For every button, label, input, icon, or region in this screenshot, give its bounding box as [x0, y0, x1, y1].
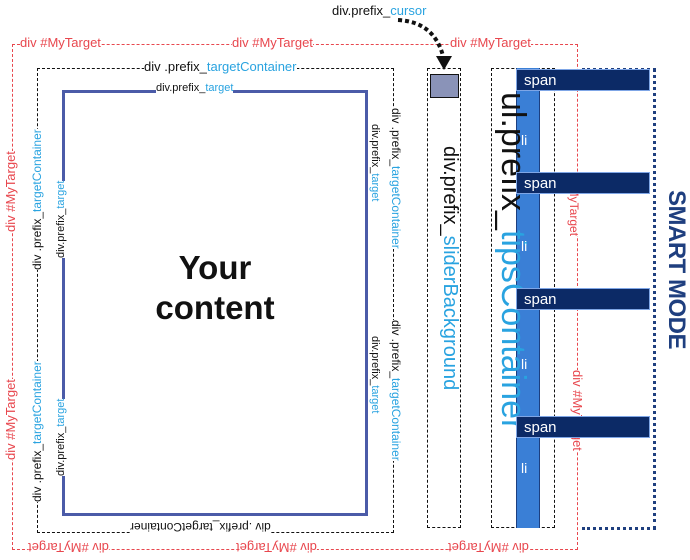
- tc-right-bottom-name: targetContainer: [389, 378, 403, 461]
- my-target-label-left-bottom: div #MyTarget: [3, 379, 18, 460]
- smart-mode-label: SMART MODE: [663, 190, 690, 349]
- target-left-bottom-name: target: [55, 398, 67, 427]
- cursor-label-prefix: div.prefix_: [332, 3, 391, 18]
- tc-left-bottom-name: targetContainer: [30, 361, 44, 444]
- target-right-bottom-name: target: [369, 385, 381, 414]
- target-container-top-name: targetContainer: [206, 59, 297, 74]
- span-box-4: span: [516, 416, 650, 438]
- tips-container-name: tipsContainer: [494, 229, 532, 431]
- tips-container-prefix: ul.prefix_: [494, 92, 532, 230]
- cursor-label-name: cursor: [390, 3, 427, 18]
- tc-left-bottom-prefix: div .prefix_: [30, 443, 44, 502]
- my-target-label-right-bottom: div #MyTarget: [570, 370, 585, 451]
- target-container-label-right-top: div .prefix_targetContainer: [389, 108, 403, 249]
- target-container-label-right-bottom: div .prefix_targetContainer: [389, 320, 403, 461]
- my-target-label-top-mid: div #MyTarget: [232, 35, 313, 50]
- target-container-top-prefix: div .prefix_: [144, 59, 207, 74]
- span-box-3: span: [516, 288, 650, 310]
- content-line-1: Your: [178, 249, 252, 286]
- target-label-left-bottom: div.prefix_target: [55, 398, 67, 476]
- target-top-name: target: [205, 82, 234, 94]
- target-right-top-prefix: div.prefix_: [369, 124, 381, 174]
- target-label-right-top: div.prefix_target: [369, 124, 381, 202]
- my-target-label-bottom-left: div #MyTarget: [28, 540, 109, 555]
- span-box-1: span: [516, 69, 650, 91]
- your-content-text: Your content: [0, 248, 430, 328]
- target-container-label-bottom: div .prefix_targetContainer: [130, 520, 271, 534]
- target-left-top-name: target: [55, 180, 67, 209]
- content-line-2: content: [155, 289, 275, 326]
- slider-background-label: div.prefix_sliderBackground: [439, 146, 461, 391]
- tc-right-top-prefix: div .prefix_: [389, 108, 403, 167]
- cursor-thumb: [430, 74, 459, 98]
- my-target-label-top-left: div #MyTarget: [20, 35, 101, 50]
- span-box-2: span: [516, 172, 650, 194]
- li-label-2: li: [521, 238, 528, 254]
- tc-right-top-name: targetContainer: [389, 166, 403, 249]
- target-container-label-left-bottom: div .prefix_targetContainer: [30, 361, 44, 502]
- cursor-label: div.prefix_cursor: [332, 3, 427, 18]
- my-target-label-left-top: div #MyTarget: [3, 151, 18, 232]
- target-container-label-top: div .prefix_targetContainer: [144, 60, 297, 73]
- target-left-bottom-prefix: div.prefix_: [55, 426, 67, 476]
- li-label-1: li: [521, 132, 528, 148]
- li-label-4: li: [521, 460, 528, 476]
- tc-right-bottom-prefix: div .prefix_: [389, 320, 403, 379]
- my-target-label-bottom-right: div #MyTarget: [448, 540, 529, 555]
- target-top-prefix: div.prefix_: [156, 82, 206, 94]
- target-label-left-top: div.prefix_target: [55, 180, 67, 258]
- my-target-label-top-right: div #MyTarget: [450, 35, 531, 50]
- my-target-label-bottom-mid: div #MyTarget: [236, 540, 317, 555]
- target-right-bottom-prefix: div.prefix_: [369, 336, 381, 386]
- slider-bg-name: sliderBackground: [439, 235, 461, 391]
- target-right-top-name: target: [369, 173, 381, 202]
- slider-bg-prefix: div.prefix_: [439, 146, 461, 236]
- li-label-3: li: [521, 356, 528, 372]
- target-label-top: div.prefix_target: [156, 82, 234, 94]
- tc-left-top-name: targetContainer: [30, 129, 44, 212]
- target-label-right-bottom: div.prefix_target: [369, 336, 381, 414]
